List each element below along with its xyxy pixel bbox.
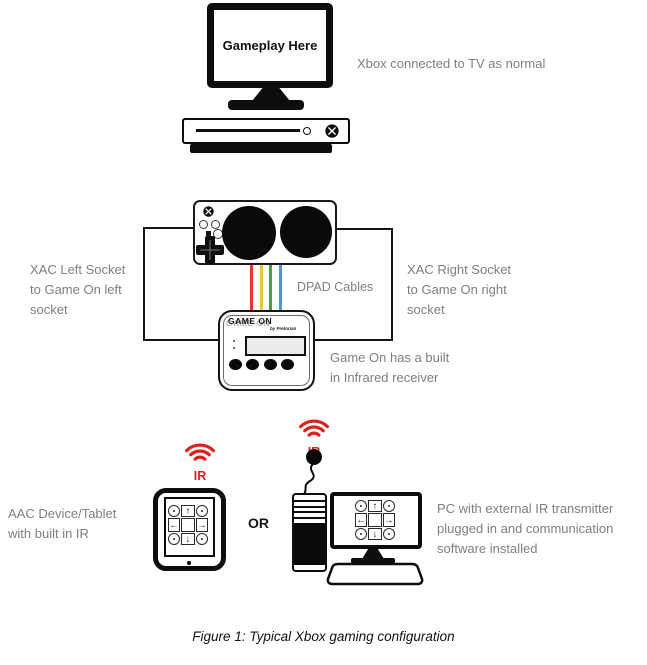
tv-stand-neck <box>252 87 290 101</box>
pc-tower <box>292 493 327 572</box>
dpad-corner-button <box>383 528 395 540</box>
dpad-corner-button <box>196 533 208 545</box>
right-socket-cable-bottom <box>313 339 393 341</box>
dpad-up-arrow: ↑ <box>368 500 382 512</box>
xac-a-button-pad <box>222 206 276 260</box>
game-on-button-3 <box>264 359 277 370</box>
dpad-corner-button <box>168 505 180 517</box>
dpad-diagram: ↑ ← → ↓ <box>168 505 208 545</box>
ir-transmitter <box>306 449 322 465</box>
monitor-stand-neck <box>362 549 384 559</box>
dpad-cables-label: DPAD Cables <box>297 280 374 294</box>
tablet-ir-badge: IR <box>178 440 222 482</box>
xbox-eject-button <box>303 126 311 135</box>
dpad-center <box>181 518 195 532</box>
keyboard <box>326 562 424 586</box>
game-on-faceplate <box>223 315 310 386</box>
tablet-home-button <box>187 561 191 565</box>
xbox-console-base <box>190 144 332 153</box>
xbox-annotation: Xbox connected to TV as normal <box>357 56 546 71</box>
tower-front-panel <box>294 523 325 565</box>
xac-view-button <box>199 220 208 229</box>
game-on-annotation: Game On has a built in Infrared receiver <box>330 350 450 385</box>
xbox-adaptive-controller <box>193 200 337 265</box>
or-label: OR <box>248 515 269 531</box>
dpad-cable-green <box>269 265 272 311</box>
right-socket-cable-side <box>391 228 393 341</box>
tv-monitor: Gameplay Here <box>207 3 333 88</box>
tower-vent <box>294 516 325 519</box>
tower-vent <box>294 505 325 508</box>
tv-stand-base <box>228 100 304 110</box>
pc-monitor: ↑ ← → ↓ <box>330 492 422 549</box>
dpad-cable-blue <box>279 265 282 311</box>
game-on-device: GAME ON by Pretorian <box>218 310 315 391</box>
tower-vent <box>294 511 325 514</box>
dpad-diagram: ↑ ← → ↓ <box>355 500 395 540</box>
right-socket-cable-top <box>337 228 393 230</box>
left-socket-cable-top <box>143 227 193 229</box>
game-on-led <box>233 340 235 342</box>
dpad-corner-button <box>355 528 367 540</box>
dpad-right-arrow: → <box>383 513 395 527</box>
xac-menu-button <box>211 220 220 229</box>
game-on-button-4 <box>281 359 294 370</box>
dpad-corner-button <box>383 500 395 512</box>
game-on-button-1 <box>229 359 242 370</box>
dpad-corner-button <box>168 533 180 545</box>
ir-waves-icon <box>185 443 215 461</box>
xbox-console <box>182 118 350 144</box>
pc-annotation: PC with external IR transmitter plugged … <box>437 501 614 556</box>
aac-annotation: AAC Device/Tablet with built in IR <box>8 506 117 541</box>
xac-b-button-pad <box>280 206 332 258</box>
xac-dpad-icon <box>196 236 224 264</box>
game-on-led <box>233 347 235 349</box>
dpad-down-arrow: ↓ <box>181 533 195 545</box>
game-on-display <box>245 336 306 356</box>
left-socket-annotation: XAC Left Socket to Game On left socket <box>30 262 126 317</box>
xbox-disc-slot <box>196 129 300 132</box>
tv-screen-label: Gameplay Here <box>222 38 318 53</box>
xac-profile-button <box>206 231 211 236</box>
dpad-corner-button <box>355 500 367 512</box>
dpad-up-arrow: ↑ <box>181 505 195 517</box>
monitor-stand-base <box>351 558 395 565</box>
left-socket-cable-bottom <box>143 339 220 341</box>
dpad-right-arrow: → <box>196 518 208 532</box>
aac-tablet: ↑ ← → ↓ <box>153 488 226 571</box>
dpad-down-arrow: ↓ <box>368 528 382 540</box>
dpad-left-arrow: ← <box>355 513 367 527</box>
ir-label: IR <box>193 469 207 483</box>
dpad-left-arrow: ← <box>168 518 180 532</box>
tower-vent <box>294 500 325 503</box>
left-socket-cable-side <box>143 227 145 341</box>
game-on-button-2 <box>246 359 259 370</box>
xbox-logo-icon <box>325 124 339 138</box>
dpad-cable-red <box>250 265 253 311</box>
dpad-center <box>368 513 382 527</box>
game-on-byline: by Pretorian <box>270 326 297 331</box>
ir-waves-icon <box>299 419 329 437</box>
ir-transmitter-wire <box>303 463 315 495</box>
xbox-logo-icon <box>203 206 214 217</box>
dpad-corner-button <box>196 505 208 517</box>
tablet-screen: ↑ ← → ↓ <box>164 497 215 557</box>
figure-caption: Figure 1: Typical Xbox gaming configurat… <box>192 629 455 644</box>
right-socket-annotation: XAC Right Socket to Game On right socket <box>407 262 512 317</box>
dpad-cable-yellow <box>260 265 263 311</box>
game-on-brand: GAME ON <box>228 316 273 326</box>
